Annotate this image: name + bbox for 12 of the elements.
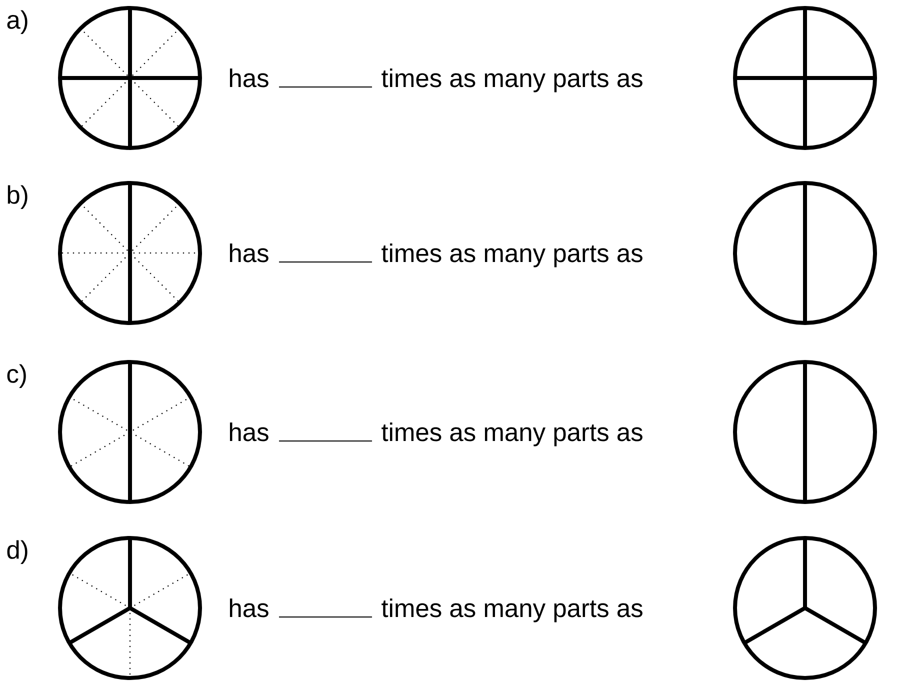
word: has	[230, 422, 268, 442]
word: has	[230, 598, 268, 618]
sentence-text: times as many parts as	[382, 244, 642, 268]
sentence-text: times as many parts as	[382, 422, 642, 446]
item-letter: c)	[7, 364, 26, 388]
item-letter: a)	[7, 10, 28, 34]
item-letter: b)	[8, 185, 28, 209]
item-letter: d)	[7, 540, 28, 564]
word: has	[230, 244, 268, 262]
sentence-text: times as many parts as	[382, 598, 642, 622]
sentence-text: times as many parts as	[382, 68, 642, 92]
word: has	[230, 68, 268, 88]
